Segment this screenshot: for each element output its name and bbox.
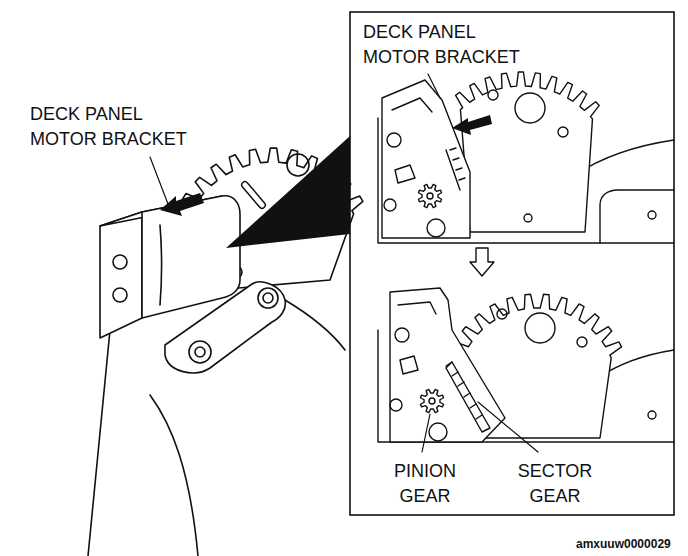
bracket-body: [142, 196, 240, 318]
pinion-hub: [429, 398, 435, 404]
pin: [258, 288, 278, 308]
gear-slot: [245, 185, 262, 205]
leader-line: [428, 74, 440, 98]
part-label: DECK PANEL MOTOR BRACKET: [363, 20, 535, 70]
bracket-fold: [160, 225, 162, 305]
plate-edge: [88, 330, 110, 556]
sector-teeth: [446, 148, 465, 190]
bracket-face: [100, 212, 142, 338]
screw: [648, 411, 656, 419]
pin: [427, 219, 445, 237]
figure-code: amxuuw0000029: [576, 536, 671, 553]
bolt: [189, 341, 211, 363]
inset-bottom-view: [378, 288, 674, 452]
part-label: SECTOR GEAR: [500, 459, 610, 509]
gear-hole: [524, 214, 532, 222]
bracket-outline: [390, 288, 505, 442]
gear-hole: [287, 154, 309, 176]
gear-hole: [515, 93, 545, 123]
bracket-hole: [387, 133, 401, 147]
pin: [429, 423, 447, 441]
direction-arrow: [160, 193, 204, 216]
gear-outline: [456, 72, 600, 232]
direction-arrow: [452, 115, 492, 135]
gear-slot: [245, 185, 262, 205]
bracket-hole: [113, 255, 127, 269]
gear-hole: [488, 90, 498, 100]
bracket-hole: [390, 399, 402, 411]
gear-hole: [525, 313, 555, 343]
leader-line: [150, 157, 168, 204]
sequence-arrow: [470, 248, 494, 276]
sector-gear-strip: [446, 362, 490, 432]
sector-gear-drawing: [456, 72, 600, 232]
bracket-hole: [113, 288, 127, 302]
bracket-hole: [384, 199, 396, 211]
pinion-drawing: [418, 184, 441, 207]
inset-top-view: [378, 72, 674, 243]
arm-edge: [150, 395, 198, 556]
pinion-outline: [420, 389, 443, 412]
sector-teeth: [446, 362, 482, 419]
inset-frame: [350, 12, 674, 515]
part-label: DECK PANEL MOTOR BRACKET: [30, 102, 202, 152]
bracket-detail: [398, 302, 436, 374]
bracket-outline: [382, 80, 470, 238]
part-label: PINION GEAR: [380, 459, 470, 509]
pinion-outline: [418, 184, 441, 207]
bracket-detail: [392, 98, 432, 183]
gear-hole: [558, 127, 568, 137]
pinion-drawing: [420, 389, 443, 412]
plate-edge: [285, 300, 345, 350]
screw: [648, 211, 656, 219]
bolt-hole: [195, 347, 205, 357]
callout-wedge: [226, 136, 350, 248]
pinion-hub: [427, 193, 433, 199]
leader-line: [422, 414, 430, 452]
gear-hole: [497, 309, 507, 319]
bracket-hole: [395, 328, 409, 342]
leader-line: [478, 402, 538, 452]
pin-hole: [263, 293, 273, 303]
gear-hole: [577, 337, 587, 347]
